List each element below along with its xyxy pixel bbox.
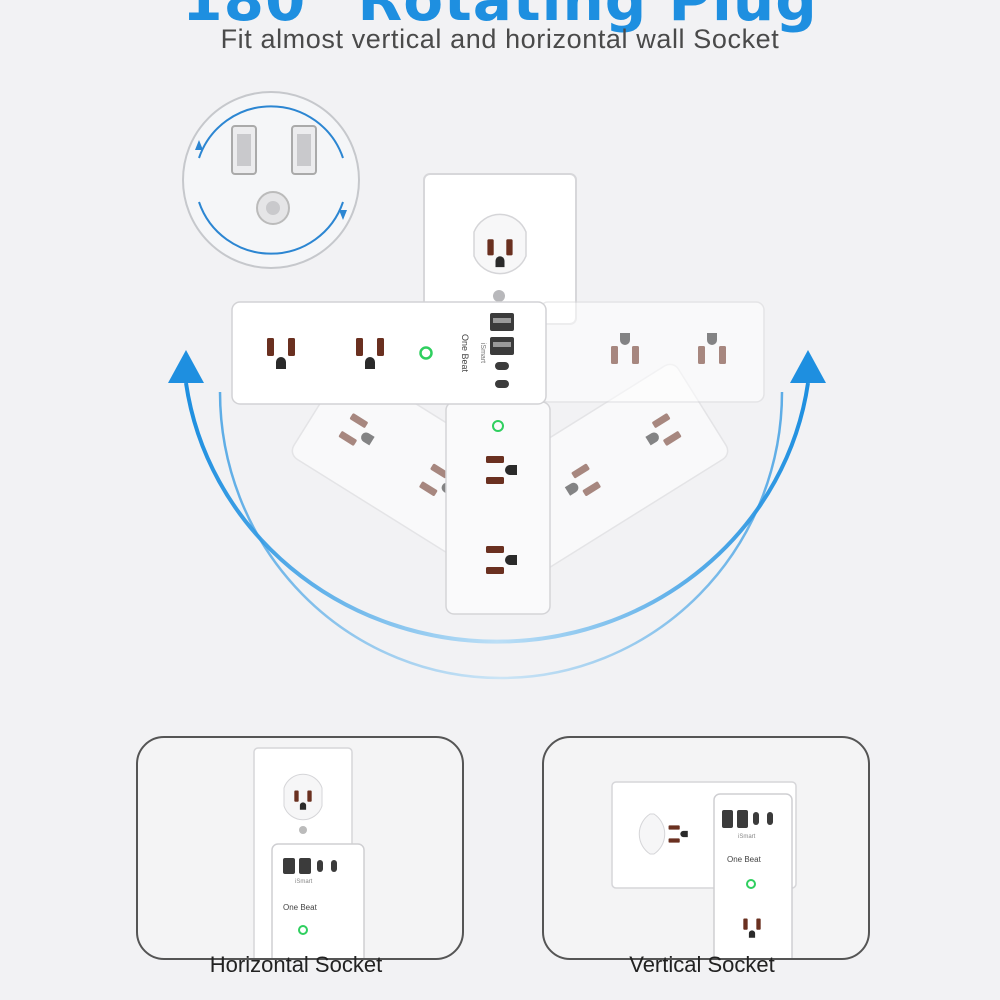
wall-plate xyxy=(423,173,577,325)
arrow-up-icon xyxy=(168,350,204,383)
vertical-socket-illustration: iSmart One Beat xyxy=(611,781,797,958)
ghost-strip-vertical xyxy=(445,401,551,615)
page-subtitle: Fit almost vertical and horizontal wall … xyxy=(220,24,780,54)
usb-label: iSmart xyxy=(295,879,313,885)
horizontal-socket-illustration: iSmart One Beat xyxy=(253,747,365,958)
rotation-illustration: One Beat iSmart xyxy=(168,91,826,680)
arrow-up-icon xyxy=(195,140,203,150)
usb-label: iSmart xyxy=(738,834,756,840)
indicator-light xyxy=(298,925,308,935)
ghost-strip-right-horizontal xyxy=(539,301,765,403)
horizontal-socket-panel: iSmart One Beat xyxy=(136,736,464,960)
brand-label: One Beat xyxy=(727,855,762,864)
brand-label: One Beat xyxy=(460,334,470,373)
power-strip-horizontal xyxy=(231,301,547,405)
horizontal-socket-caption: Horizontal Socket xyxy=(209,952,383,977)
vertical-socket-caption: Vertical Socket xyxy=(629,952,775,977)
vertical-socket-panel: iSmart One Beat xyxy=(542,736,870,960)
usb-label: iSmart xyxy=(479,343,486,363)
indicator-light xyxy=(419,346,433,360)
arrow-down-icon xyxy=(339,210,347,220)
arrow-up-icon xyxy=(790,350,826,383)
brand-label: One Beat xyxy=(283,903,318,912)
page-title: 180° Rotating Plug xyxy=(182,0,818,34)
plug-closeup xyxy=(182,91,360,269)
indicator-light xyxy=(746,879,756,889)
rotation-arc xyxy=(168,350,826,680)
